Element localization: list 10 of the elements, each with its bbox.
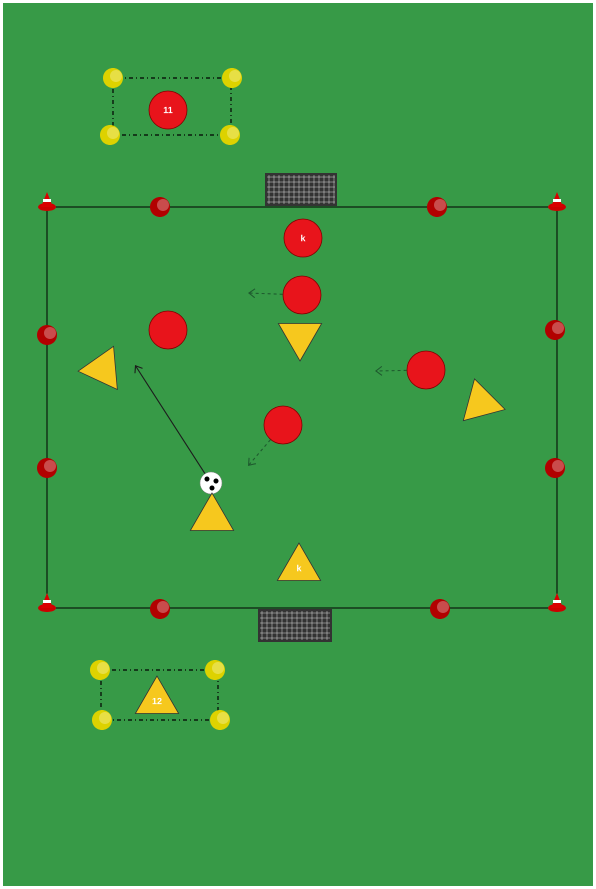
- player-triangle: [462, 378, 506, 422]
- arrow: [248, 439, 271, 466]
- player-circle: [148, 310, 188, 350]
- ball: [200, 472, 222, 494]
- player-circle: [406, 350, 446, 390]
- arrow: [248, 288, 283, 298]
- player-circle: [264, 406, 302, 444]
- arrow: [375, 366, 407, 376]
- player-circle: [282, 276, 322, 314]
- arrow: [134, 365, 206, 474]
